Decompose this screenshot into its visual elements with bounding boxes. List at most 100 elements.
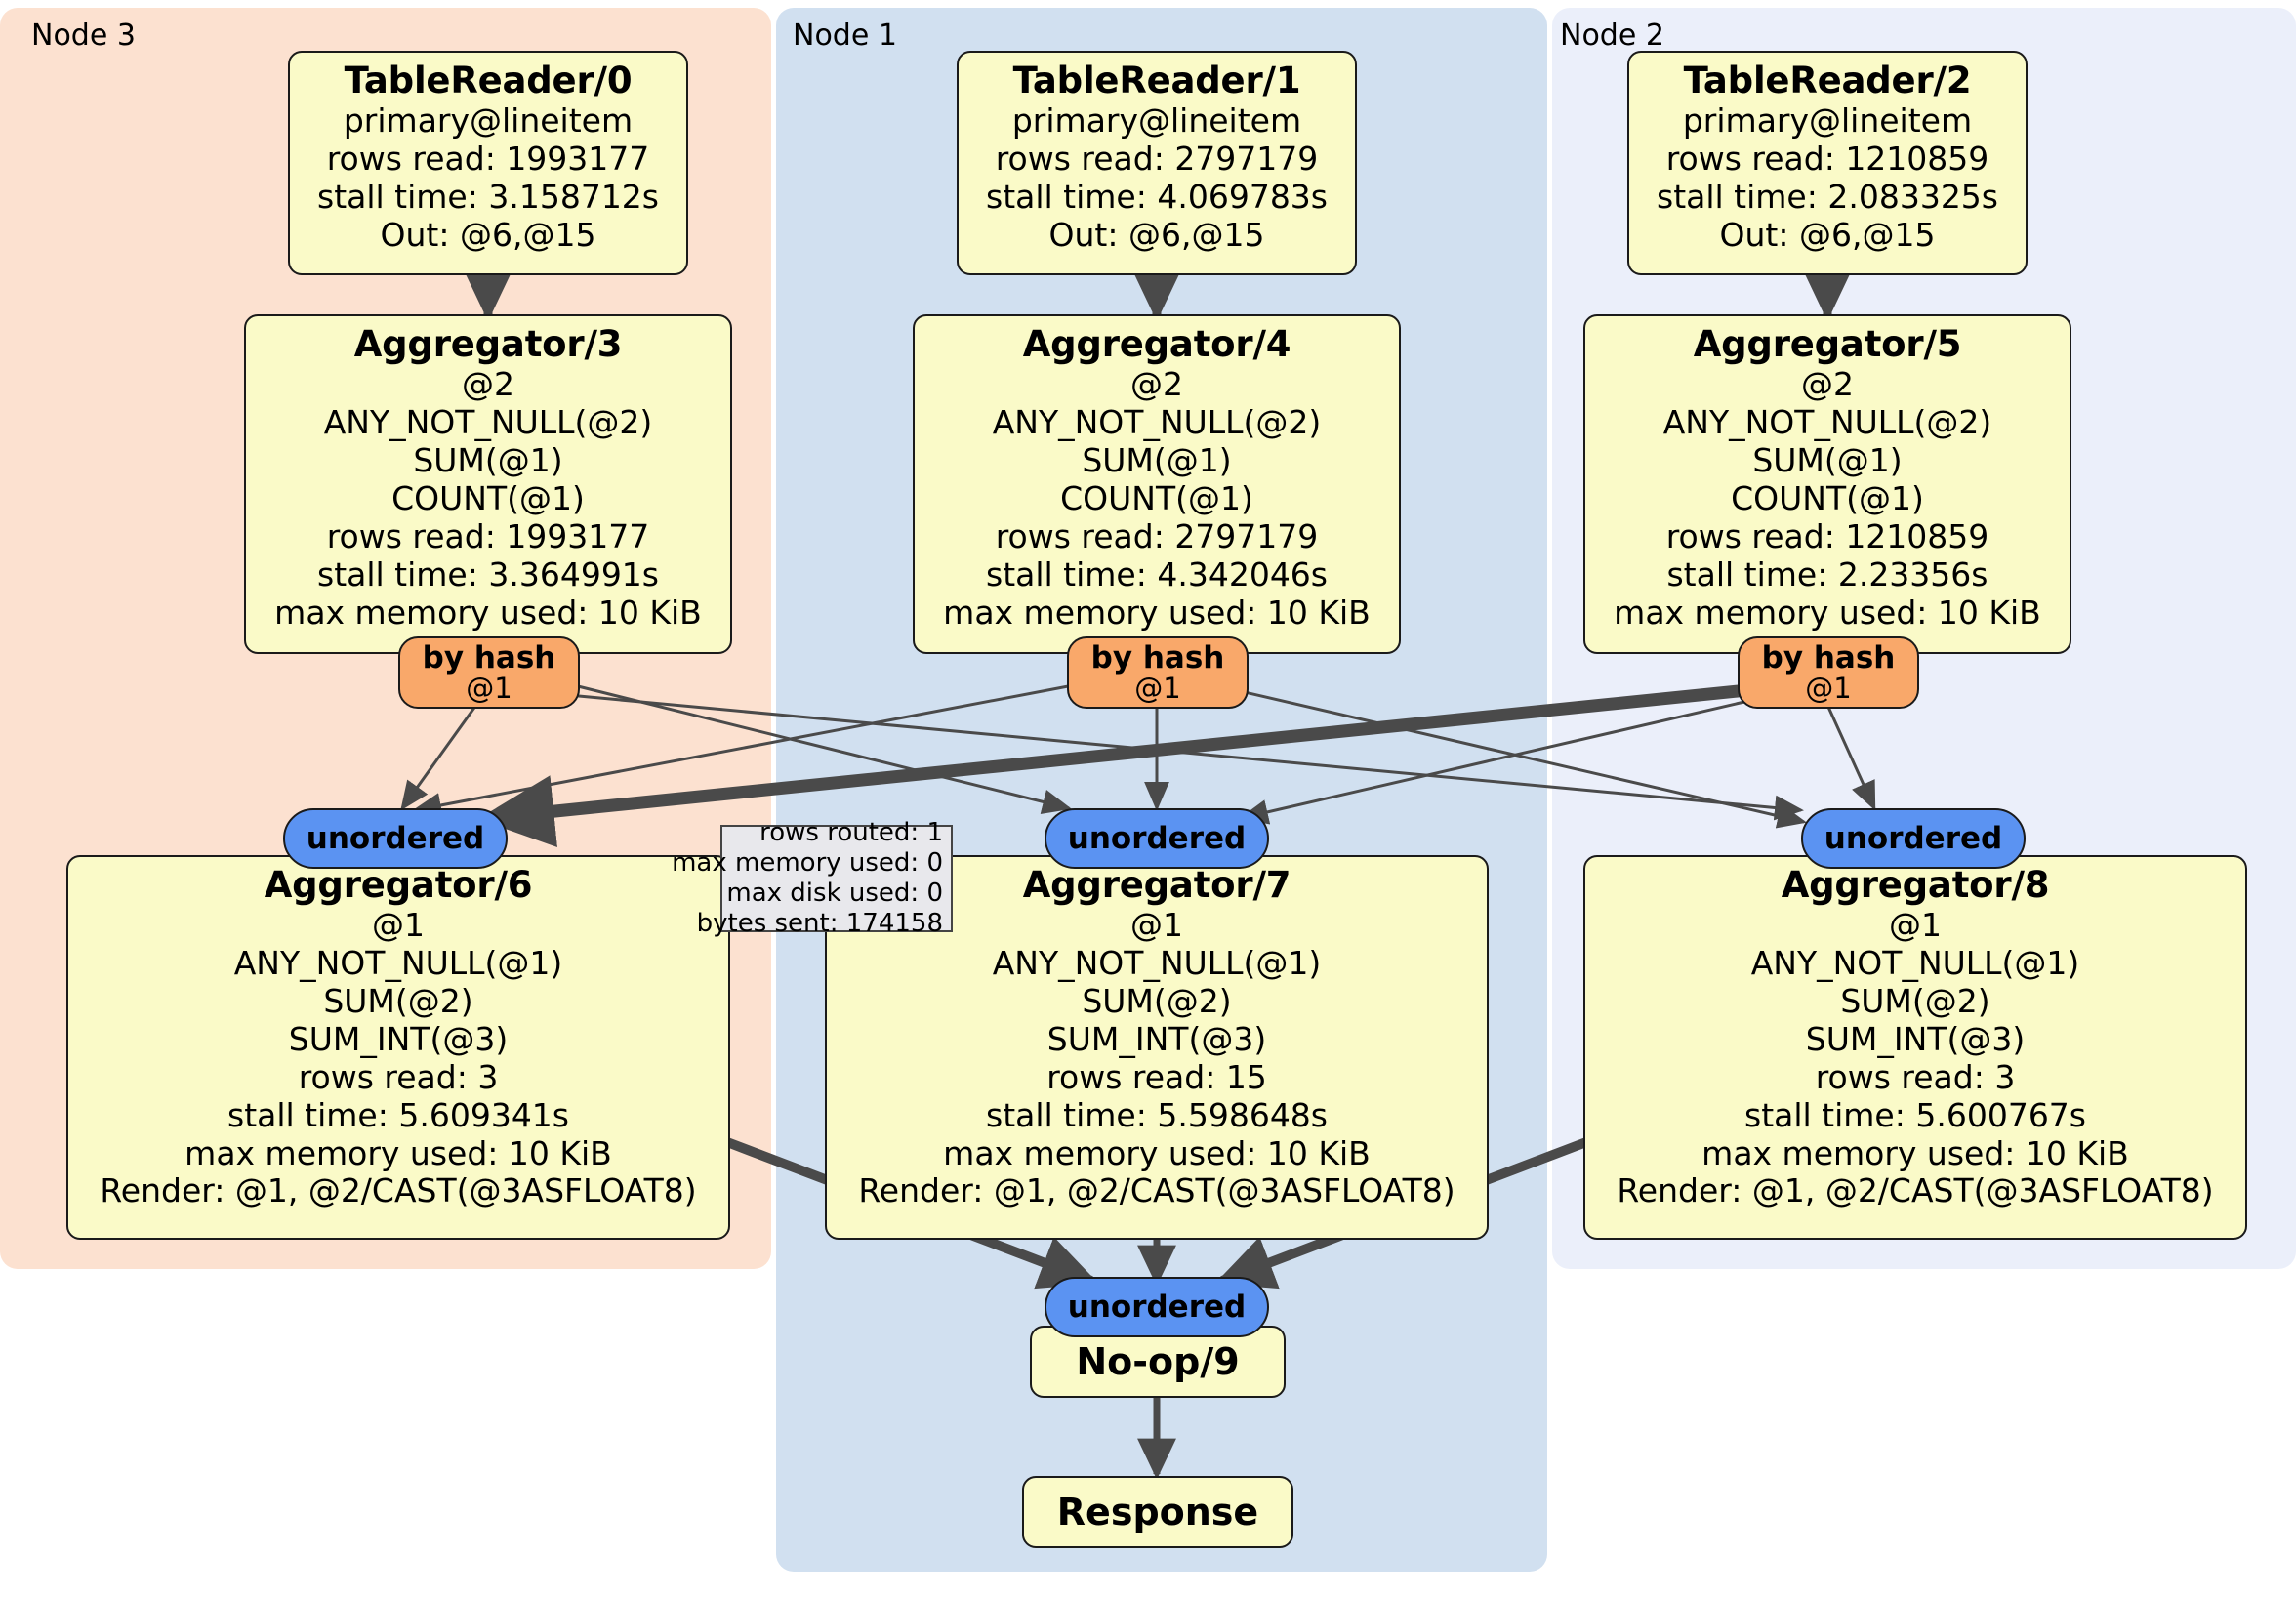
processor-title: Aggregator/3	[353, 323, 623, 365]
processor-detail: max memory used: 10 KiB	[943, 1133, 1371, 1172]
router-column: @1	[466, 671, 512, 705]
processor-title: Aggregator/4	[1022, 323, 1292, 365]
processor-detail: rows read: 15	[1046, 1057, 1267, 1096]
processor-detail: SUM(@2)	[1082, 981, 1232, 1020]
processor-detail: stall time: 5.609341s	[227, 1095, 569, 1134]
stream-unordered-final[interactable]: unordered	[1045, 1277, 1269, 1337]
cluster-label-node-3: Node 3	[31, 19, 136, 53]
processor-detail: @1	[372, 905, 425, 944]
router-type: by hash	[1761, 639, 1896, 676]
processor-response[interactable]: Response	[1022, 1476, 1293, 1548]
processor-detail: stall time: 5.600767s	[1744, 1095, 2086, 1134]
processor-detail: primary@lineitem	[343, 101, 634, 140]
processor-detail: SUM_INT(@3)	[288, 1019, 509, 1058]
processor-tablereader-2[interactable]: TableReader/2 primary@lineitem rows read…	[1627, 51, 2028, 275]
edge-byhashleft-unorderedleft	[400, 704, 478, 811]
processor-detail: stall time: 5.598648s	[986, 1095, 1328, 1134]
processor-detail: max memory used: 10 KiB	[184, 1133, 612, 1172]
processor-detail: stall time: 3.364991s	[317, 554, 659, 594]
processor-aggregator-3[interactable]: Aggregator/3 @2 ANY_NOT_NULL(@2) SUM(@1)…	[244, 314, 732, 654]
edge-byhashright-unorderedleft	[477, 682, 1758, 848]
processor-detail: SUM(@2)	[323, 981, 473, 1020]
processor-detail: SUM_INT(@3)	[1805, 1019, 2026, 1058]
processor-detail: ANY_NOT_NULL(@2)	[1662, 402, 1992, 441]
processor-detail: @2	[462, 364, 514, 403]
stream-unordered-right[interactable]: unordered	[1801, 808, 2026, 869]
processor-title: TableReader/0	[344, 60, 633, 102]
processor-detail: SUM(@1)	[413, 440, 563, 479]
processor-detail: rows read: 1210859	[1665, 139, 1989, 178]
processor-detail: rows read: 3	[1815, 1057, 2016, 1096]
processor-aggregator-5[interactable]: Aggregator/5 @2 ANY_NOT_NULL(@2) SUM(@1)…	[1583, 314, 2071, 654]
processor-detail: Out: @6,@15	[1719, 215, 1936, 254]
processor-detail: Render: @1, @2/CAST(@3ASFLOAT8)	[1617, 1171, 2214, 1210]
router-by-hash-left[interactable]: by hash @1	[398, 636, 580, 709]
processor-detail: stall time: 2.23356s	[1666, 554, 1988, 594]
processor-title: TableReader/1	[1012, 60, 1301, 102]
stream-unordered-center[interactable]: unordered	[1045, 808, 1269, 869]
processor-detail: Render: @1, @2/CAST(@3ASFLOAT8)	[858, 1171, 1456, 1210]
processor-title: TableReader/2	[1683, 60, 1972, 102]
processor-title: Response	[1056, 1491, 1259, 1534]
processor-detail: SUM(@2)	[1840, 981, 1990, 1020]
processor-detail: COUNT(@1)	[1060, 478, 1253, 517]
router-by-hash-right[interactable]: by hash @1	[1738, 636, 1919, 709]
processor-aggregator-4[interactable]: Aggregator/4 @2 ANY_NOT_NULL(@2) SUM(@1)…	[913, 314, 1401, 654]
stream-label: unordered	[306, 820, 485, 856]
stream-label: unordered	[1067, 820, 1247, 856]
edge-stat-bytes-sent: bytes sent: 174158	[696, 909, 943, 939]
processor-detail: primary@lineitem	[1682, 101, 1973, 140]
processor-title: Aggregator/5	[1693, 323, 1962, 365]
processor-detail: stall time: 4.342046s	[986, 554, 1328, 594]
processor-aggregator-7[interactable]: Aggregator/7 @1 ANY_NOT_NULL(@1) SUM(@2)…	[825, 855, 1489, 1240]
processor-detail: rows read: 2797179	[995, 139, 1319, 178]
edge-byhashright-unorderedright	[1825, 704, 1876, 811]
processor-detail: ANY_NOT_NULL(@1)	[1750, 943, 2080, 982]
router-column: @1	[1805, 671, 1852, 705]
processor-title: Aggregator/8	[1781, 864, 2050, 906]
processor-detail: Out: @6,@15	[380, 215, 596, 254]
processor-detail: stall time: 3.158712s	[317, 177, 659, 216]
processor-detail: Out: @6,@15	[1048, 215, 1265, 254]
edge-stat-max-memory: max memory used: 0	[672, 847, 943, 878]
processor-no-op-9[interactable]: No-op/9	[1030, 1326, 1286, 1398]
stream-unordered-left[interactable]: unordered	[283, 808, 508, 869]
router-column: @1	[1134, 671, 1181, 705]
processor-detail: rows read: 3	[298, 1057, 499, 1096]
processor-detail: SUM(@1)	[1752, 440, 1903, 479]
processor-detail: ANY_NOT_NULL(@1)	[233, 943, 563, 982]
edge-stat-rows-routed: rows routed: 1	[759, 817, 943, 847]
router-type: by hash	[1090, 639, 1225, 676]
processor-aggregator-6[interactable]: Aggregator/6 @1 ANY_NOT_NULL(@1) SUM(@2)…	[66, 855, 730, 1240]
processor-detail: primary@lineitem	[1011, 101, 1302, 140]
router-by-hash-center[interactable]: by hash @1	[1067, 636, 1249, 709]
processor-detail: ANY_NOT_NULL(@2)	[323, 402, 653, 441]
processor-detail: rows read: 1993177	[326, 516, 650, 555]
stream-label: unordered	[1824, 820, 2003, 856]
processor-detail: max memory used: 10 KiB	[274, 593, 702, 632]
processor-detail: @1	[1130, 905, 1183, 944]
processor-detail: SUM_INT(@3)	[1046, 1019, 1267, 1058]
processor-detail: max memory used: 10 KiB	[1702, 1133, 2129, 1172]
processor-detail: Render: @1, @2/CAST(@3ASFLOAT8)	[100, 1171, 697, 1210]
processor-detail: @2	[1130, 364, 1183, 403]
processor-detail: rows read: 2797179	[995, 516, 1319, 555]
processor-detail: SUM(@1)	[1082, 440, 1232, 479]
processor-aggregator-8[interactable]: Aggregator/8 @1 ANY_NOT_NULL(@1) SUM(@2)…	[1583, 855, 2247, 1240]
edge-stat-max-disk: max disk used: 0	[726, 879, 943, 908]
edge-byhashright-unorderedcenter	[1239, 697, 1758, 825]
processor-tablereader-1[interactable]: TableReader/1 primary@lineitem rows read…	[957, 51, 1357, 275]
cluster-label-node-1: Node 1	[793, 19, 897, 53]
processor-detail: stall time: 2.083325s	[1657, 177, 1998, 216]
processor-detail: @2	[1801, 364, 1854, 403]
stream-label: unordered	[1067, 1289, 1247, 1325]
processor-tablereader-0[interactable]: TableReader/0 primary@lineitem rows read…	[288, 51, 688, 275]
processor-title: Aggregator/7	[1022, 864, 1292, 906]
processor-detail: COUNT(@1)	[1731, 478, 1924, 517]
processor-detail: @1	[1889, 905, 1942, 944]
processor-detail: COUNT(@1)	[391, 478, 585, 517]
cluster-label-node-2: Node 2	[1560, 19, 1664, 53]
edge-stats-label: rows routed: 1 max memory used: 0 max di…	[672, 818, 953, 938]
processor-detail: ANY_NOT_NULL(@1)	[992, 943, 1322, 982]
processor-detail: rows read: 1210859	[1665, 516, 1989, 555]
